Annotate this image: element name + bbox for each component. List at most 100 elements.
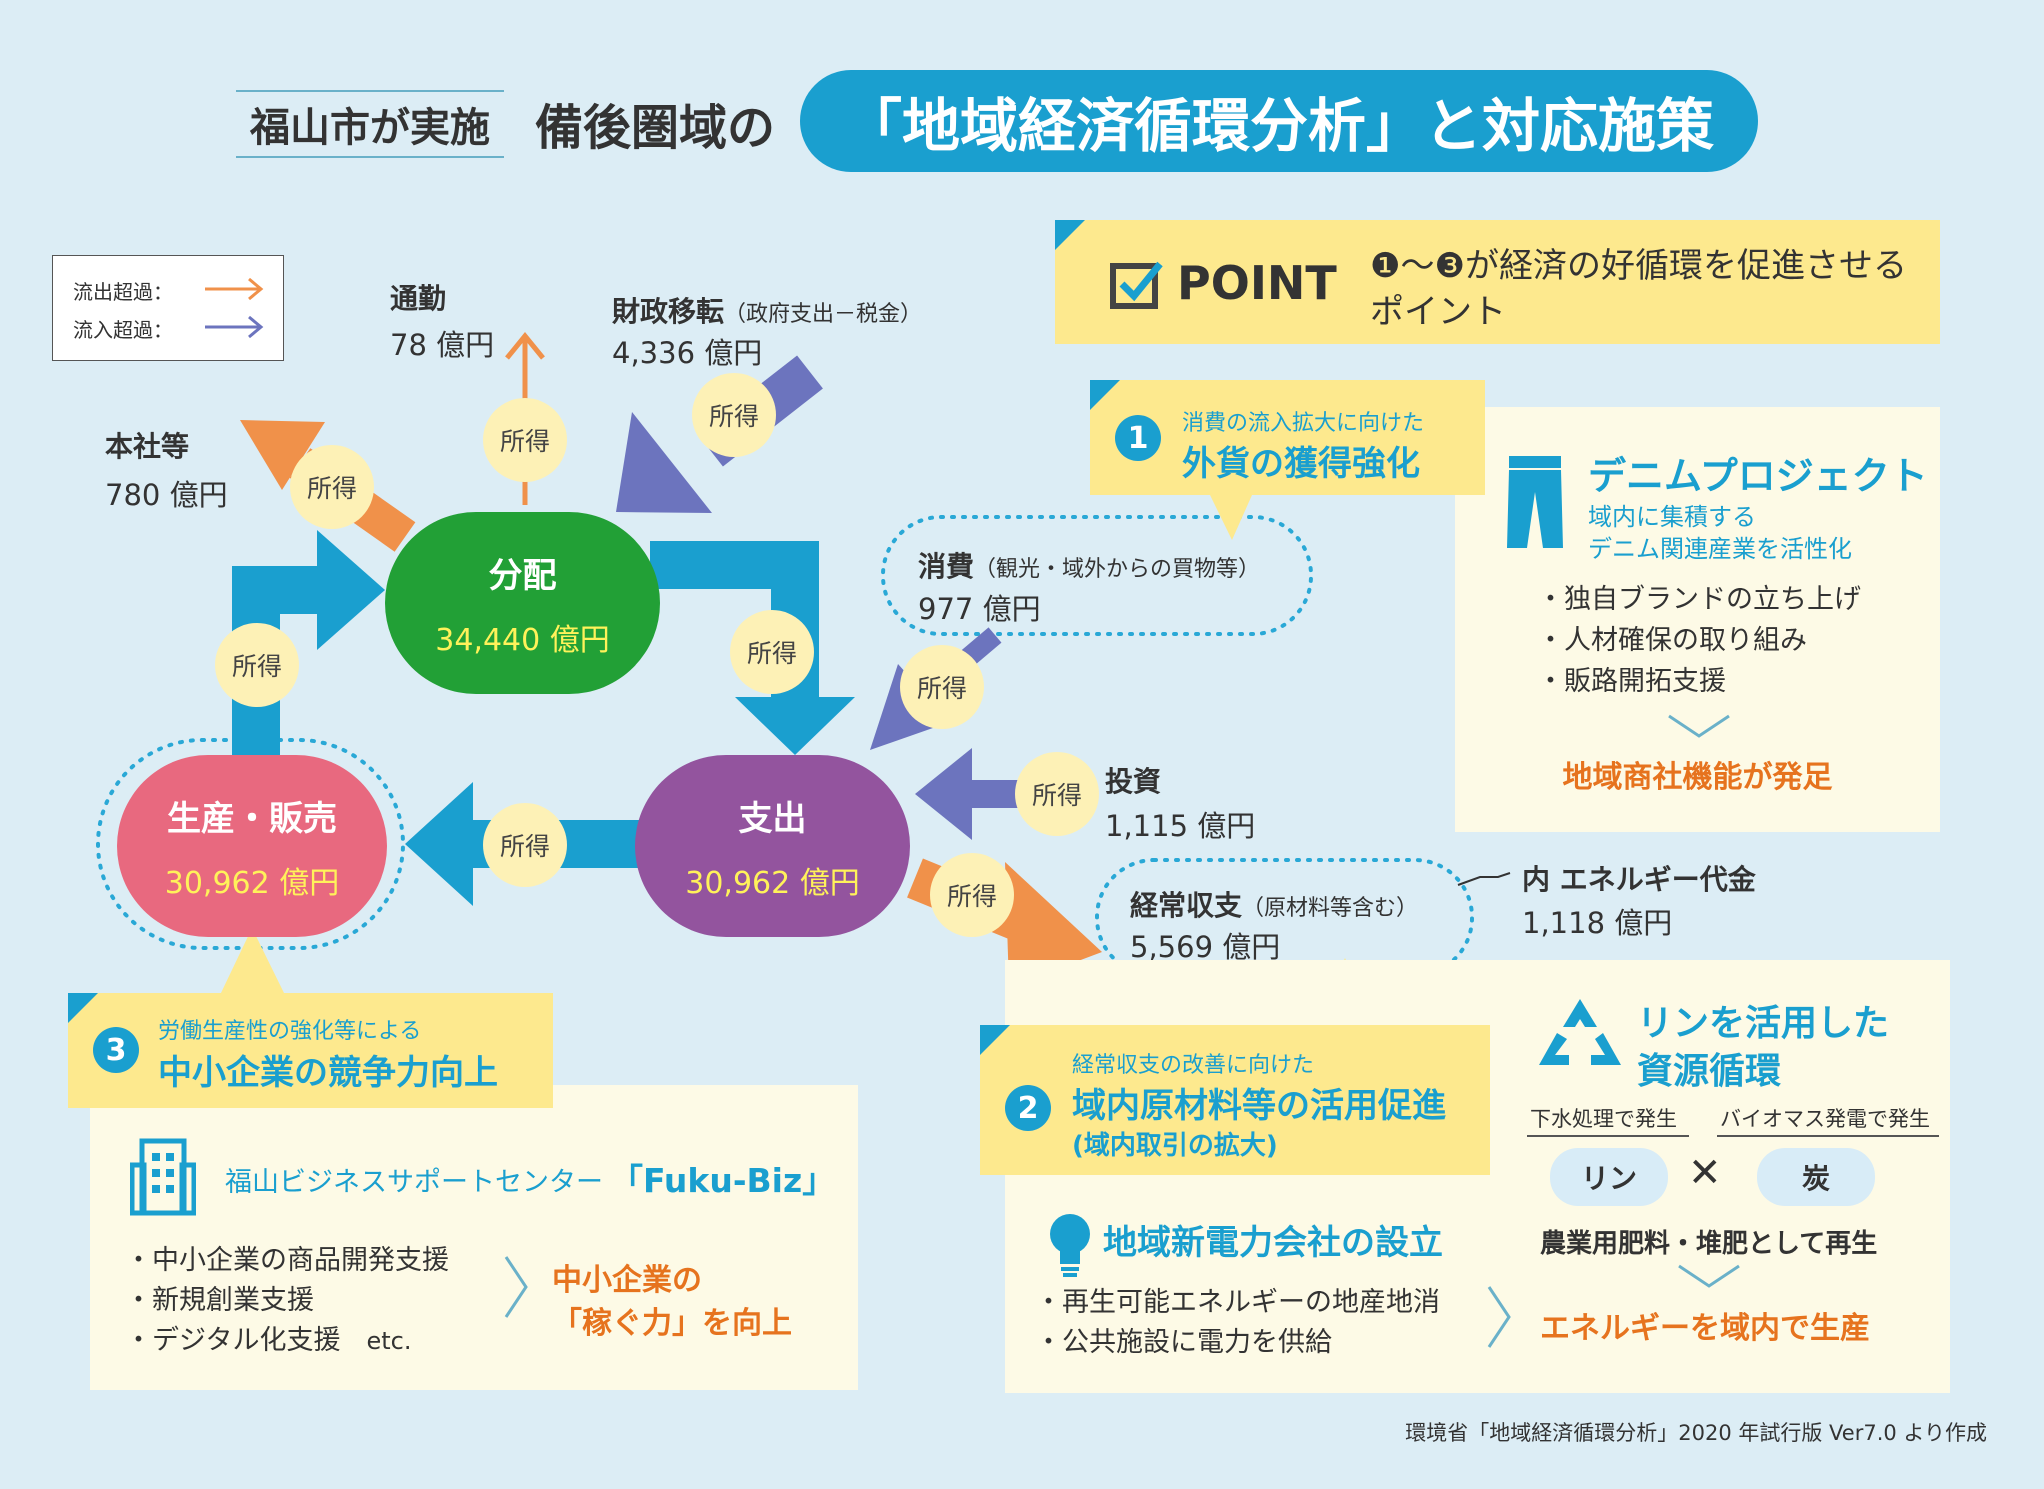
corner-tab bbox=[68, 993, 98, 1023]
p1-subtitle: 消費の流入拡大に向けた bbox=[1182, 411, 1425, 436]
current-account-label-text: 経常収支 bbox=[1130, 889, 1243, 922]
legend-arrows bbox=[205, 277, 264, 339]
p3-center-brand: 「Fuku-Biz」 bbox=[610, 1161, 836, 1200]
p1-project-title: デニムプロジェクト bbox=[1588, 454, 1928, 498]
p3-center-name: 福山ビジネスサポートセンター bbox=[225, 1167, 603, 1198]
income-circle-current-account: 所得 bbox=[930, 853, 1014, 937]
p1-bubble-pointer bbox=[1210, 495, 1252, 540]
commute-label: 通勤 bbox=[390, 282, 447, 315]
p2-right-divider bbox=[1717, 1135, 1939, 1137]
current-account-value: 5,569 億円 bbox=[1130, 930, 1281, 964]
lightbulb-icon bbox=[1050, 1214, 1090, 1277]
investment-value: 1,115 億円 bbox=[1105, 809, 1256, 843]
p2-bullet-1: ・再生可能エネルギーの地産地消 bbox=[1035, 1287, 1440, 1318]
consumption-label: 消費（観光・域外からの買物等） bbox=[918, 545, 1260, 585]
header-org: 福山市が実施 bbox=[236, 90, 504, 158]
income-circle-production-to-distribution: 所得 bbox=[215, 623, 299, 707]
p2-rin-result: 農業用肥料・堆肥として再生 bbox=[1540, 1229, 1878, 1259]
checkbox-icon bbox=[1110, 261, 1163, 309]
p2-left-source: 下水処理で発生 bbox=[1530, 1107, 1677, 1131]
spending-value: 30,962 億円 bbox=[685, 865, 860, 901]
p2-times-icon: ✕ bbox=[1688, 1150, 1722, 1196]
p2-left-divider bbox=[1527, 1135, 1689, 1137]
distribution-node: 分配 34,440 億円 bbox=[385, 512, 660, 694]
p1-bullet-2: ・人材確保の取り組み bbox=[1537, 625, 1807, 656]
distribution-value: 34,440 億円 bbox=[435, 622, 610, 658]
jeans-icon bbox=[1507, 456, 1563, 548]
consumption-note: （観光・域外からの買物等） bbox=[974, 557, 1261, 582]
fiscal-value: 4,336 億円 bbox=[612, 336, 763, 370]
p1-number-badge: 1 bbox=[1115, 415, 1161, 461]
income-circle-distribution-to-spending: 所得 bbox=[730, 610, 814, 694]
point-box: POINT ❶〜❸が経済の好循環を促進させる ポイント bbox=[1055, 220, 1940, 344]
p3-result2: 「稼ぐ力」を向上 bbox=[552, 1306, 792, 1341]
energy-leader-line bbox=[1457, 872, 1511, 886]
income-circle-consumption: 所得 bbox=[900, 645, 984, 729]
outflow-arrow-icon bbox=[205, 277, 264, 301]
inflow-arrow-icon bbox=[205, 315, 264, 339]
p3-title: 中小企業の競争力向上 bbox=[158, 1053, 498, 1093]
p3-tab: 3 労働生産性の強化等による 中小企業の競争力向上 bbox=[68, 993, 553, 1108]
p3-etc: etc. bbox=[366, 1327, 412, 1355]
production-value: 30,962 億円 bbox=[164, 865, 340, 901]
investment-label: 投資 bbox=[1105, 765, 1162, 798]
source-note: 環境省「地域経済循環分析」2020 年試行版 Ver7.0 より作成 bbox=[1405, 1421, 1987, 1445]
income-circle-investment: 所得 bbox=[1015, 752, 1099, 836]
corner-tab bbox=[1055, 220, 1085, 250]
building-icon bbox=[130, 1138, 196, 1216]
p1-project-sub1: 域内に集積する bbox=[1588, 503, 1756, 531]
energy-label: 内 エネルギー代金 bbox=[1522, 863, 1756, 896]
corner-tab bbox=[980, 1025, 1010, 1055]
p1-bullet-1: ・独自ブランドの立ち上げ bbox=[1537, 584, 1861, 615]
chevron-right-icon bbox=[504, 1256, 528, 1318]
p3-bullet-2: ・新規創業支援 bbox=[125, 1285, 314, 1316]
chevron-down-icon bbox=[1668, 714, 1730, 738]
consumption-dotted-oval bbox=[881, 515, 1313, 636]
p1-result: 地域商社機能が発足 bbox=[1562, 760, 1833, 795]
p1-panel: デニムプロジェクト 域内に集積する デニム関連産業を活性化 ・独自ブランドの立ち… bbox=[1455, 407, 1940, 832]
p2-subtitle: 経常収支の改善に向けた bbox=[1072, 1053, 1315, 1078]
p2-charcoal-pill: 炭 bbox=[1757, 1148, 1875, 1206]
point-text-line2: ポイント bbox=[1370, 292, 1506, 332]
p1-bullet-3: ・販路開拓支援 bbox=[1537, 666, 1726, 697]
recycle-icon bbox=[1539, 999, 1621, 1065]
fiscal-label-text: 財政移転 bbox=[612, 295, 725, 328]
fiscal-note: （政府支出－税金） bbox=[724, 302, 923, 327]
p3-bubble-pointer bbox=[220, 928, 285, 995]
header-subtitle: 備後圏域の bbox=[535, 100, 776, 156]
header-title: 「地域経済循環分析」と対応施策 bbox=[800, 70, 1758, 172]
current-account-label: 経常収支（原材料等含む） bbox=[1130, 884, 1418, 924]
p3-result1: 中小企業の bbox=[552, 1263, 702, 1298]
consumption-value: 977 億円 bbox=[918, 592, 1041, 626]
p2-title: 域内原材料等の活用促進 bbox=[1072, 1086, 1446, 1126]
corner-tab bbox=[1090, 380, 1120, 410]
p2-rin-title1: リンを活用した bbox=[1637, 1003, 1890, 1044]
p3-number-badge: 3 bbox=[93, 1027, 139, 1073]
current-account-note: （原材料等含む） bbox=[1242, 896, 1419, 921]
production-node: 生産・販売 30,962 億円 bbox=[117, 755, 387, 937]
headquarters-label: 本社等 bbox=[105, 430, 190, 463]
p2-right-source: バイオマス発電で発生 bbox=[1720, 1107, 1930, 1131]
chevron-right-icon bbox=[1487, 1286, 1511, 1348]
p2-tab: 2 経常収支の改善に向けた 域内原材料等の活用促進 (域内取引の拡大) bbox=[980, 1025, 1490, 1175]
p2-rin-pill: リン bbox=[1550, 1148, 1668, 1206]
p1-project-sub2: デニム関連産業を活性化 bbox=[1588, 535, 1852, 563]
energy-value: 1,118 億円 bbox=[1522, 906, 1673, 940]
p3-subtitle: 労働生産性の強化等による bbox=[158, 1019, 422, 1044]
legend-inflow-label: 流入超過： bbox=[73, 318, 173, 342]
chevron-down-icon bbox=[1678, 1264, 1740, 1288]
p3-bullet-3-text: ・デジタル化支援 bbox=[125, 1325, 341, 1356]
p2-title2: (域内取引の拡大) bbox=[1072, 1131, 1278, 1161]
p2-rin-title2: 資源循環 bbox=[1637, 1051, 1782, 1092]
point-text-line1: ❶〜❸が経済の好循環を促進させる bbox=[1370, 246, 1907, 286]
p3-panel: 福山ビジネスサポートセンター 「Fuku-Biz」 ・中小企業の商品開発支援 ・… bbox=[90, 1085, 858, 1390]
spending-node: 支出 30,962 億円 bbox=[635, 755, 910, 937]
p1-tab: 1 消費の流入拡大に向けた 外貨の獲得強化 bbox=[1090, 380, 1485, 495]
spending-label: 支出 bbox=[738, 798, 807, 839]
income-circle-fiscal: 所得 bbox=[692, 373, 776, 457]
p2-result: エネルギーを域内で生産 bbox=[1540, 1311, 1870, 1346]
distribution-label: 分配 bbox=[488, 555, 557, 596]
headquarters-value: 780 億円 bbox=[105, 478, 228, 512]
commute-value: 78 億円 bbox=[390, 328, 495, 362]
